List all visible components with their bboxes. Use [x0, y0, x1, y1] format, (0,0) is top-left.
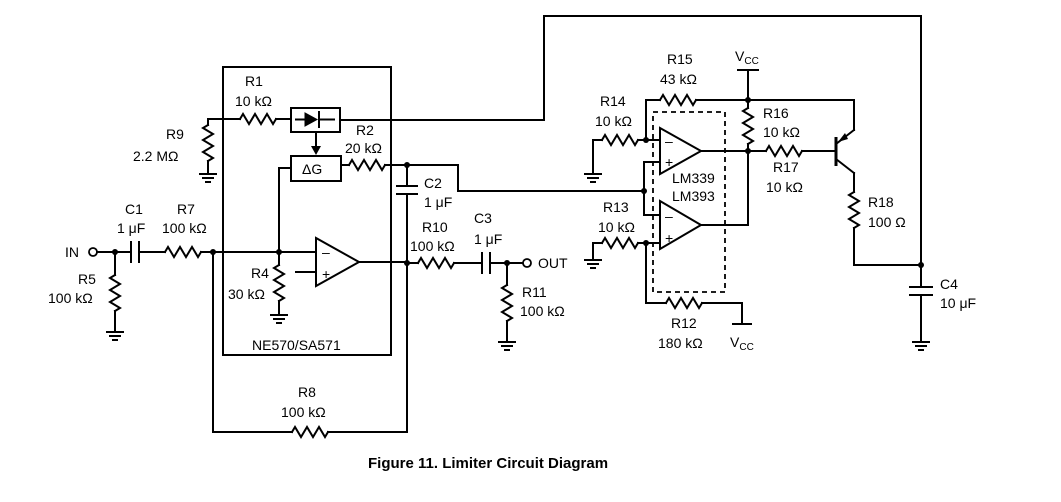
r8-resistor [290, 425, 330, 439]
r2-value: 20 kΩ [345, 140, 382, 156]
r9-resistor [199, 118, 217, 183]
r12-value: 180 kΩ [658, 335, 703, 351]
vcc-top-label: VCC [735, 48, 759, 67]
r16-resistor [741, 99, 755, 152]
r13-ref: R13 [603, 199, 629, 215]
r1-resistor [207, 112, 292, 126]
r17-value: 10 kΩ [766, 179, 803, 195]
r12-resistor [664, 296, 704, 310]
r7-ref: R7 [177, 201, 195, 217]
r17-ref: R17 [773, 159, 799, 175]
r12-ref: R12 [671, 315, 697, 331]
r11-value: 100 kΩ [520, 303, 565, 319]
r18-value: 100 Ω [868, 214, 906, 230]
r7-value: 100 kΩ [162, 220, 207, 236]
r14-value: 10 kΩ [595, 113, 632, 129]
r13-value: 10 kΩ [598, 219, 635, 235]
c4-capacitor [909, 264, 933, 351]
out-terminal[interactable] [522, 258, 532, 268]
c1-ref: C1 [125, 201, 143, 217]
svg-text:–: – [665, 208, 673, 224]
comparator-label-2: LM393 [672, 188, 715, 204]
r10-ref: R10 [422, 219, 448, 235]
c1-value: 1 μF [117, 220, 145, 236]
figure-caption: Figure 11. Limiter Circuit Diagram [368, 455, 608, 472]
c3-capacitor [481, 252, 491, 274]
pnp-transistor [834, 99, 856, 193]
out-label: OUT [538, 255, 568, 271]
r1-value: 10 kΩ [235, 93, 272, 109]
r2-resistor [340, 158, 408, 172]
r15-value: 43 kΩ [660, 71, 697, 87]
in-label: IN [65, 244, 79, 260]
svg-text:–: – [322, 244, 330, 260]
comparator-dashed-box [652, 111, 726, 293]
r1-ref: R1 [245, 73, 263, 89]
r9-value: 2.2 MΩ [133, 148, 178, 164]
main-opamp: – + [315, 236, 408, 288]
ne570-ic-box [222, 66, 392, 356]
svg-text:+: + [665, 230, 673, 246]
r5-ref: R5 [78, 271, 96, 287]
c2-value: 1 μF [424, 194, 452, 210]
r18-ref: R18 [868, 194, 894, 210]
r18-resistor [847, 190, 922, 266]
r8-ref: R8 [298, 384, 316, 400]
c4-ref: C4 [940, 276, 958, 292]
c4-value: 10 μF [940, 295, 976, 311]
svg-text:+: + [665, 154, 673, 170]
c3-value: 1 μF [474, 231, 502, 247]
c1-capacitor [130, 241, 166, 263]
gain-cell-label: ΔG [302, 161, 322, 177]
r15-resistor [658, 93, 855, 107]
r11-ref: R11 [522, 284, 547, 300]
r4-value: 30 kΩ [228, 286, 265, 302]
r14-resistor [584, 133, 661, 183]
vcc-bottom-label: VCC [730, 334, 754, 353]
c3-ref: C3 [474, 210, 492, 226]
rectifier-block [290, 107, 341, 155]
r9-ref: R9 [166, 126, 184, 142]
svg-text:–: – [665, 133, 673, 149]
comparator-label-1: LM339 [672, 170, 715, 186]
r2-ref: R2 [356, 122, 374, 138]
r10-value: 100 kΩ [410, 238, 455, 254]
r15-ref: R15 [667, 51, 693, 67]
r13-resistor [584, 236, 661, 269]
r4-ref: R4 [251, 265, 269, 281]
r14-ref: R14 [600, 93, 626, 109]
upper-comparator: – + [659, 126, 749, 176]
r17-resistor [764, 144, 804, 158]
r8-value: 100 kΩ [281, 404, 326, 420]
r7-resistor [163, 245, 317, 259]
c2-ref: C2 [424, 175, 442, 191]
r5-resistor [106, 251, 124, 341]
r10-resistor [416, 256, 456, 270]
r16-ref: R16 [763, 105, 789, 121]
in-terminal[interactable] [88, 247, 98, 257]
ic-label: NE570/SA571 [252, 337, 341, 353]
r4-resistor [270, 251, 288, 324]
r11-resistor [498, 262, 516, 351]
c2-capacitor [396, 164, 418, 264]
r16-value: 10 kΩ [763, 124, 800, 140]
r5-value: 100 kΩ [48, 290, 93, 306]
svg-text:+: + [322, 266, 330, 282]
lower-comparator: – + [659, 199, 749, 251]
